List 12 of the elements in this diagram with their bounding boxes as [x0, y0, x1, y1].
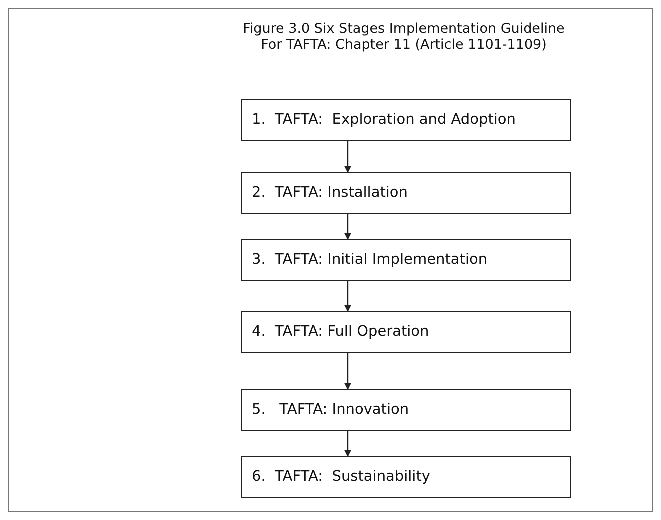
stage-box: 1. TAFTA: Exploration and Adoption: [241, 99, 571, 141]
stage-box: 3. TAFTA: Initial Implementation: [241, 239, 571, 281]
arrow: [344, 353, 352, 390]
figure-title: Figure 3.0 Six Stages Implementation Guideline For TAFTA: Chapter 11 (Article 1101-1109): [242, 21, 566, 53]
stage-box: 5. TAFTA: Innovation: [241, 389, 571, 431]
arrow: [344, 141, 352, 174]
arrow: [344, 281, 352, 312]
stage-box: 6. TAFTA: Sustainability: [241, 456, 571, 498]
arrow: [344, 431, 352, 458]
arrow: [344, 214, 352, 240]
stage-box: 2. TAFTA: Installation: [241, 172, 571, 214]
stage-box: 4. TAFTA: Full Operation: [241, 311, 571, 353]
